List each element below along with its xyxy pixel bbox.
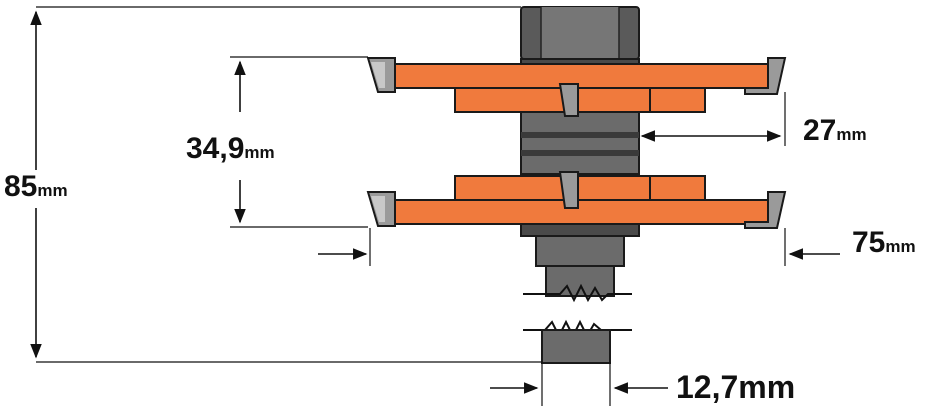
lower-cutter [366,171,787,229]
break-line-top [523,283,632,303]
shank-end [541,329,611,364]
lower-right-tip [744,191,787,229]
cutter-diameter-unit: mm [885,237,915,256]
cutter-spacing-value: 34,9 [186,132,244,165]
overall-height-label: 85mm [4,170,68,203]
shank-diameter-label: 12,7mm [676,369,795,405]
cutter-diameter-value: 75 [852,226,885,259]
upper-blade [394,63,769,89]
arbor [520,6,640,364]
cutting-depth-label: 27mm [803,114,867,147]
overall-height-unit: mm [37,181,67,200]
dimension-overall-height: 85mm [4,6,542,363]
cutter-diameter-label: 75mm [852,226,916,259]
shank-diameter-unit: mm [738,369,795,405]
shank-diameter-value: 12,7 [676,369,738,405]
lower-blade [394,199,769,225]
lower-center-tip [558,171,579,209]
overall-height-value: 85 [4,170,37,203]
cutter-spacing-unit: mm [244,143,274,162]
lower-blade-upper [454,175,706,201]
arbor-spacer-mid [520,111,640,175]
dimension-shank-diameter: 12,7mm [490,362,795,406]
dimension-cutter-spacing: 34,9mm [186,56,368,228]
dimension-cutter-diameter: 75mm [318,226,916,266]
upper-center-tip [558,83,579,117]
shank-neck [545,265,615,297]
upper-right-tip [744,57,787,95]
upper-blade-lower [454,87,706,113]
dimension-cutting-depth: 27mm [640,92,867,147]
cutting-depth-unit: mm [836,125,866,144]
shank [535,235,625,267]
cutting-depth-value: 27 [803,114,836,147]
upper-cutter [366,57,787,117]
cutter-spacing-label: 34,9mm [186,132,275,165]
